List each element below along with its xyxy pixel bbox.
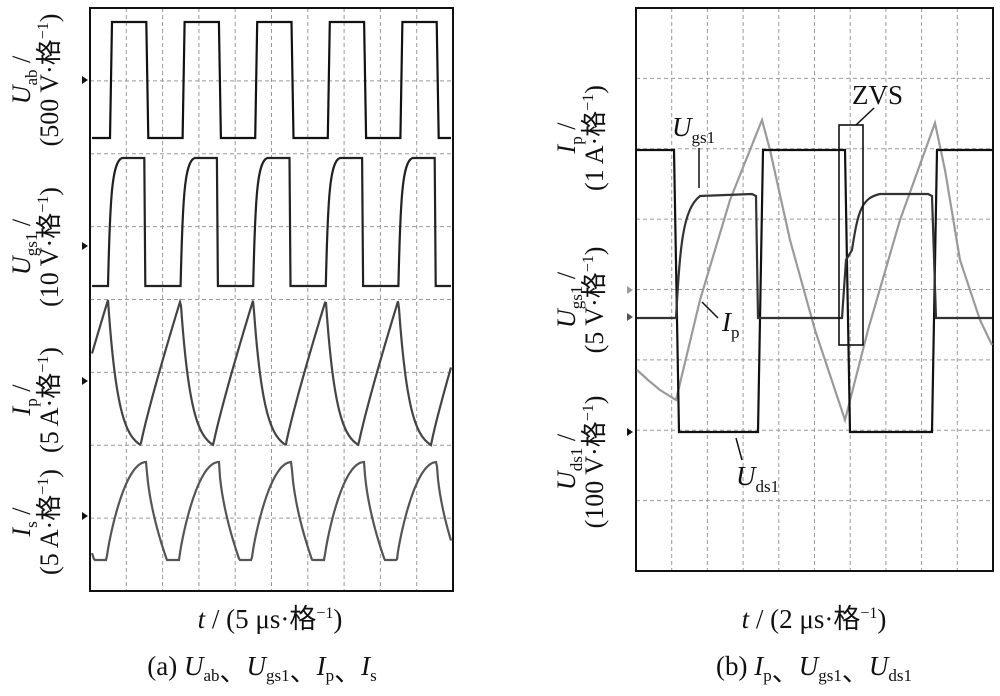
svg-text:Ip /: Ip / <box>7 384 41 417</box>
channel-marker-ugs1 <box>82 242 88 250</box>
zvs-annotation: ZVS <box>838 80 903 346</box>
label-ip-b: Ip /(1 A·格−1) <box>552 85 609 191</box>
trace-ugs1-a <box>92 156 451 288</box>
panel-a: Uab /(500 V·格−1)Ugs1 /(10 V·格−1)Ip /(5 A… <box>7 7 454 687</box>
svg-text:(500 V·格−1): (500 V·格−1) <box>35 14 64 147</box>
label-uds1-b: Uds1 /(100 V·格−1) <box>552 396 609 529</box>
svg-text:Is /: Is / <box>7 507 41 538</box>
trace-label-uds1: Uds1 <box>735 437 779 496</box>
trace-uab-a <box>92 20 451 140</box>
svg-text:Ip: Ip <box>721 307 740 342</box>
trace-ugs1-b <box>637 192 992 320</box>
channel-marker-is <box>82 512 88 520</box>
panel-a-caption: (a) Uab、Ugs1、Ip、Is <box>147 651 377 687</box>
panel-b-channel-labels: Ip /(1 A·格−1) Ugs1 /(5 V·格−1) Uds1 /(100 V… <box>552 85 609 528</box>
svg-text:Uds1: Uds1 <box>736 461 779 496</box>
svg-text:(1 A·格−1): (1 A·格−1) <box>580 85 609 191</box>
svg-text:(5 V·格−1): (5 V·格−1) <box>580 247 609 354</box>
panel-a-grid <box>90 8 453 591</box>
panel-b-xlabel: t / (2 μs·格−1) <box>742 604 887 634</box>
channel-marker-uab <box>82 76 88 84</box>
trace-ip-a <box>90 298 453 447</box>
panel-a-channel-labels: Uab /(500 V·格−1)Ugs1 /(10 V·格−1)Ip /(5 A… <box>7 14 64 575</box>
svg-text:(5 A·格−1): (5 A·格−1) <box>35 347 64 453</box>
trace-is-a <box>90 460 453 562</box>
zvs-label: ZVS <box>852 80 903 110</box>
svg-text:Ugs1: Ugs1 <box>672 112 715 147</box>
panel-b: Ip /(1 A·格−1) Ugs1 /(5 V·格−1) Uds1 /(100 V… <box>552 7 994 687</box>
trace-label-ip: Ip <box>701 301 740 342</box>
channel-marker-uds1-b <box>627 428 633 436</box>
trace-ip-b <box>636 116 993 424</box>
panel-b-traces <box>636 116 993 434</box>
svg-text:(10 V·格−1): (10 V·格−1) <box>35 187 64 307</box>
svg-text:(5 A·格−1): (5 A·格−1) <box>35 469 64 575</box>
panel-b-caption: (b) Ip、Ugs1、Uds1 <box>716 651 912 687</box>
svg-text:Ugs1 /: Ugs1 / <box>7 218 41 275</box>
label-ip: Ip /(5 A·格−1) <box>7 347 64 453</box>
panel-a-xlabel: t / (5 μs·格−1) <box>198 604 343 634</box>
label-is: Is /(5 A·格−1) <box>7 469 64 575</box>
panel-b-grid <box>636 8 993 571</box>
svg-text:Ugs1 /: Ugs1 / <box>552 271 586 328</box>
label-uab: Uab /(500 V·格−1) <box>7 14 64 147</box>
trace-label-ugs1: Ugs1 <box>672 112 715 188</box>
label-ugs1-b: Ugs1 /(5 V·格−1) <box>552 247 609 354</box>
svg-text:Uds1 /: Uds1 / <box>552 433 586 490</box>
svg-text:Ip /: Ip / <box>552 122 586 155</box>
panel-b-frame <box>635 7 994 572</box>
channel-marker-ugs1-b <box>627 313 633 321</box>
svg-text:Uab /: Uab / <box>7 55 41 104</box>
svg-text:(100 V·格−1): (100 V·格−1) <box>580 396 609 529</box>
panel-a-frame <box>89 7 454 592</box>
channel-marker-ip <box>82 377 88 385</box>
panel-a-traces <box>90 20 453 562</box>
label-ugs1: Ugs1 /(10 V·格−1) <box>7 187 64 307</box>
channel-marker-ip-b <box>627 286 633 294</box>
